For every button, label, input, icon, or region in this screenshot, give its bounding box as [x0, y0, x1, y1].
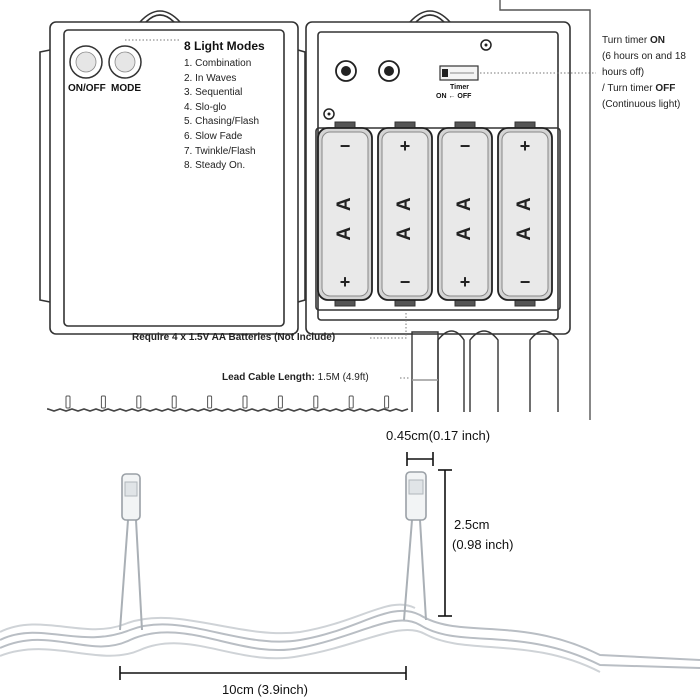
timer-switch[interactable] [439, 65, 479, 81]
mini-light-string [47, 395, 409, 412]
battery-aa-label: A A [454, 191, 475, 240]
battery-terminal-top: + [520, 136, 531, 156]
bulb-height-marker [438, 469, 452, 617]
timer-switch-positions: ON ← OFF [436, 93, 471, 100]
battery-terminal-top: + [400, 136, 411, 156]
mode-label: MODE [111, 83, 141, 94]
bulb-width-marker [406, 452, 434, 466]
spacing-label: 10cm (3.9inch) [222, 682, 308, 697]
timer-note-off-prefix: / Turn timer [602, 83, 656, 94]
bulb-closeup [403, 471, 427, 621]
aa-battery: + − A A [497, 121, 553, 307]
bulb-height-cm-label: 2.5cm [454, 517, 490, 532]
timer-off-label: OFF [457, 93, 472, 100]
spacing-marker [119, 666, 407, 680]
light-mode-item: 7. Twinkle/Flash [184, 145, 256, 157]
battery-aa-label: A A [334, 191, 355, 240]
timer-switch-label: Timer [450, 84, 469, 91]
battery-aa-label: A A [514, 191, 535, 240]
battery-box-lid [39, 10, 306, 335]
mini-bulb [100, 395, 106, 409]
jack-right-icon [378, 60, 400, 82]
battery-group: − + A A + − A A − + A A + − A A [317, 121, 553, 307]
light-mode-item: 5. Chasing/Flash [184, 116, 260, 128]
wire-top [499, 0, 591, 420]
light-mode-item: 6. Slow Fade [184, 131, 243, 142]
mini-bulb [207, 395, 213, 409]
lead-cable-value: 1.5M (4.9ft) [314, 372, 369, 383]
mini-bulb [242, 395, 248, 409]
jack-left-icon [335, 60, 357, 82]
light-mode-item: 1. Combination [184, 58, 252, 69]
battery-terminal-bottom: − [400, 272, 411, 292]
mini-bulb [136, 395, 142, 409]
mini-bulb [348, 395, 354, 409]
mini-bulb [65, 395, 71, 409]
timer-note-on-prefix: Turn timer [602, 35, 650, 46]
aa-battery: − + A A [317, 121, 373, 307]
screw-dot-icon [484, 43, 488, 47]
mini-wire [47, 407, 409, 412]
bulb-height-in-label: (0.98 inch) [452, 537, 514, 552]
timer-note-on-word: ON [649, 35, 665, 46]
mini-bulb [171, 395, 177, 409]
timer-note-off-word: OFF [655, 83, 676, 94]
bulb-closeup [119, 473, 143, 631]
light-string-closeup [0, 603, 700, 673]
cable-loops [411, 330, 559, 412]
light-modes-title: 8 Light Modes [184, 39, 265, 53]
battery-terminal-top: − [460, 136, 471, 156]
timer-note-off-detail: (Continuous light) [602, 99, 681, 110]
lead-cable-note: Lead Cable Length: 1.5M (4.9ft) [222, 373, 369, 383]
light-mode-item: 4. Slo-glo [184, 101, 227, 113]
mode-button[interactable] [108, 45, 142, 79]
light-mode-item: 2. In Waves [184, 72, 237, 84]
battery-note-leader [370, 312, 407, 339]
battery-terminal-bottom: − [520, 272, 531, 292]
battery-terminal-bottom: + [340, 272, 351, 292]
battery-terminal-top: − [340, 136, 351, 156]
timer-arrow-icon: ← [448, 93, 456, 100]
onoff-label: ON/OFF [68, 83, 106, 94]
timer-note: Turn timer ON (6 hours on and 18 hours o… [602, 33, 686, 113]
aa-battery: − + A A [437, 121, 493, 307]
lead-cable-label: Lead Cable Length: [222, 372, 315, 383]
battery-terminal-bottom: + [460, 272, 471, 292]
screw-dot-icon [327, 112, 331, 116]
timer-on-label: ON [436, 93, 447, 100]
light-mode-item: 3. Sequential [184, 87, 243, 99]
battery-aa-label: A A [394, 191, 415, 240]
timer-note-on-detail-1: (6 hours on and 18 [602, 51, 686, 62]
onoff-button[interactable] [69, 45, 103, 79]
mini-bulb [313, 395, 319, 409]
battery-requirement-note: Require 4 x 1.5V AA Batteries (Not Inclu… [132, 332, 336, 343]
bulb-width-label: 0.45cm(0.17 inch) [386, 428, 491, 443]
mini-bulb [384, 395, 390, 409]
mini-bulb [277, 395, 283, 409]
light-mode-item: 8. Steady On. [184, 160, 246, 172]
aa-battery: + − A A [377, 121, 433, 307]
timer-note-on-detail-2: hours off) [602, 67, 645, 78]
